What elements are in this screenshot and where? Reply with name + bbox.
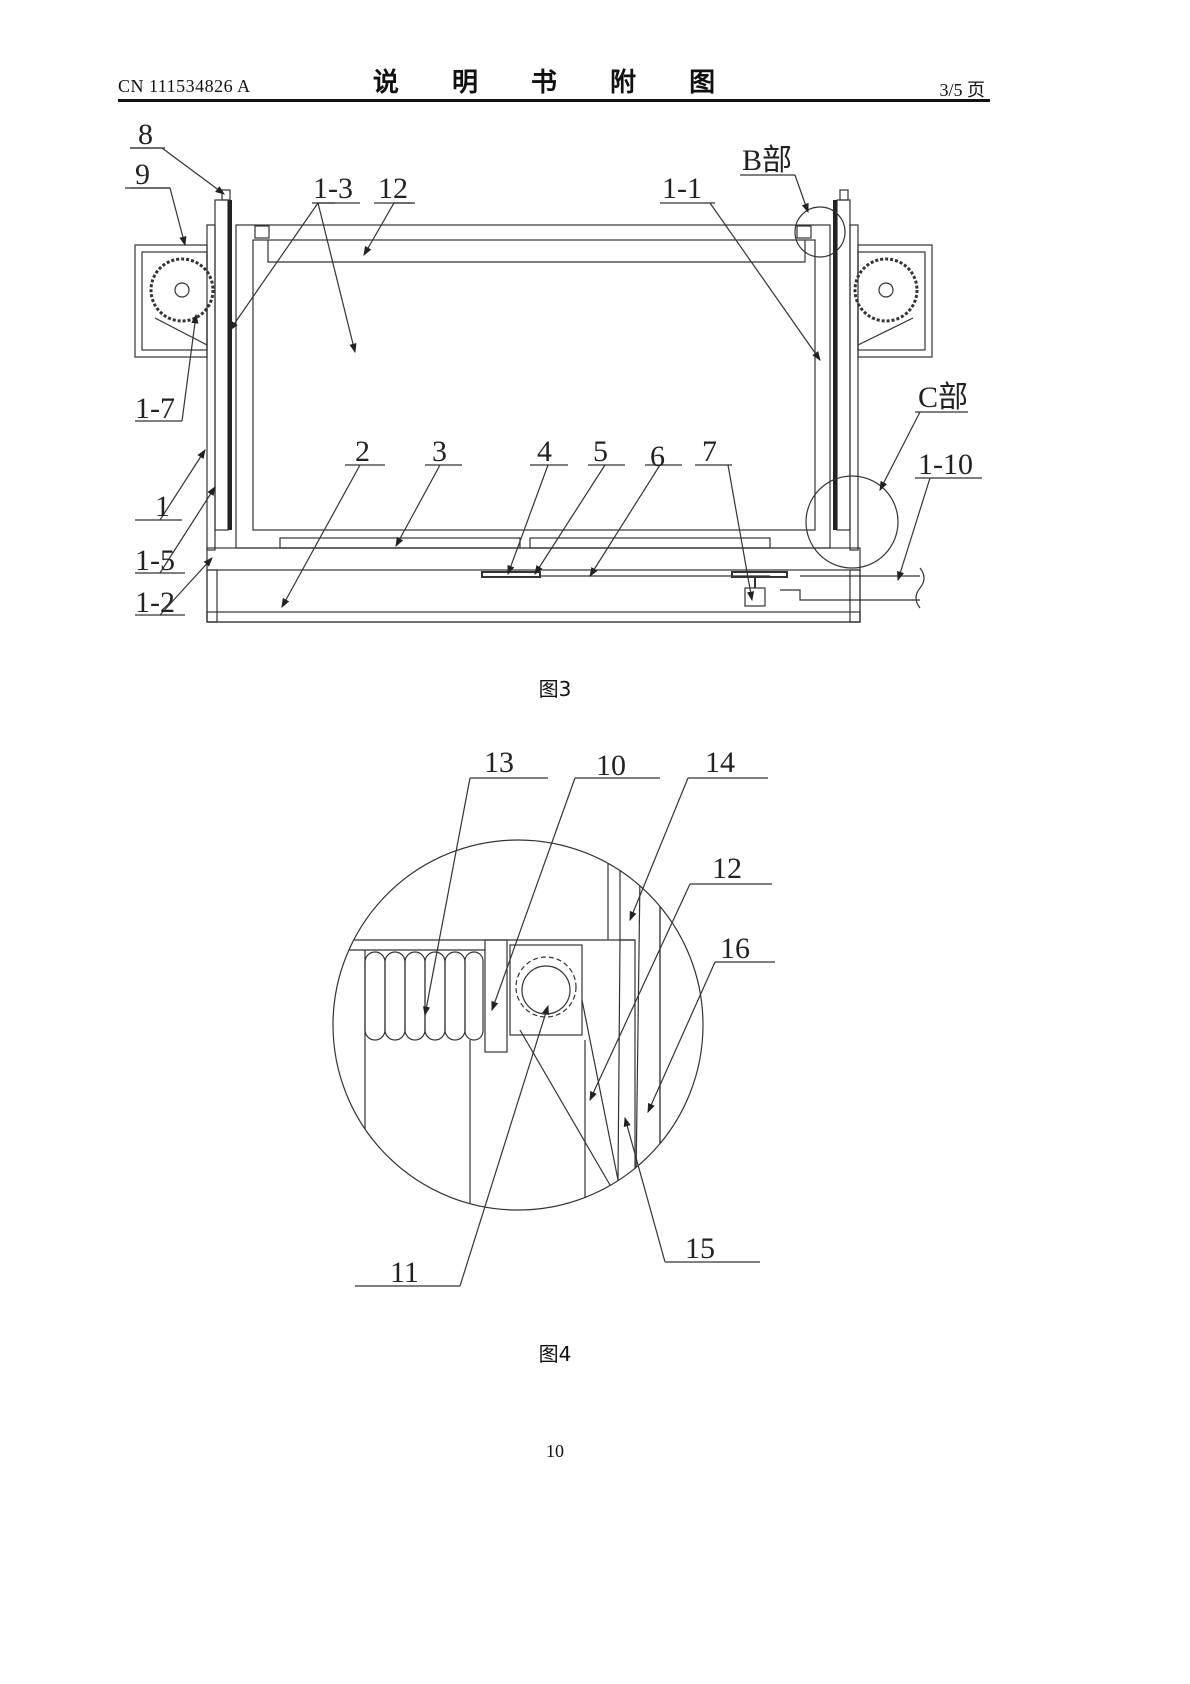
label-5: 5 [593,435,608,468]
label-15: 15 [685,1232,715,1265]
label-7: 7 [702,435,717,468]
label-9: 9 [135,158,150,191]
label-10: 10 [596,749,626,782]
label-12: 12 [712,852,742,885]
figure-4-drawing: 13 10 14 12 16 11 15 [332,746,775,1289]
page-title: 说 明 书 附 图 [372,68,738,98]
label-1-10: 1-10 [918,448,973,481]
label-6: 6 [650,440,665,473]
label-c-part: C部 [918,381,968,414]
label-16: 16 [720,932,750,965]
figure-4-caption: 图4 [538,1342,572,1366]
label-1-7: 1-7 [135,392,175,425]
figure-3-caption: 图3 [538,677,572,701]
label-12: 12 [378,172,408,205]
page-count: 3/5 页 [939,80,985,100]
label-14: 14 [705,746,735,779]
label-2: 2 [355,435,370,468]
document-number: CN 111534826 A [118,76,251,96]
label-1-5: 1-5 [135,544,175,577]
label-4: 4 [537,435,552,468]
label-8: 8 [138,118,153,151]
label-1: 1 [155,490,170,523]
page-number: 10 [546,1441,564,1461]
label-11: 11 [390,1256,419,1289]
header-rule [118,99,990,102]
label-1-1: 1-1 [662,172,702,205]
figure-3-drawing: 8 9 1-3 12 B部 1-1 1-7 C部 2 3 4 5 6 7 1-1… [125,118,982,623]
label-b-part: B部 [742,144,792,177]
label-3: 3 [432,435,447,468]
label-1-3: 1-3 [313,172,353,205]
label-1-2: 1-2 [135,586,175,619]
label-13: 13 [484,746,514,779]
